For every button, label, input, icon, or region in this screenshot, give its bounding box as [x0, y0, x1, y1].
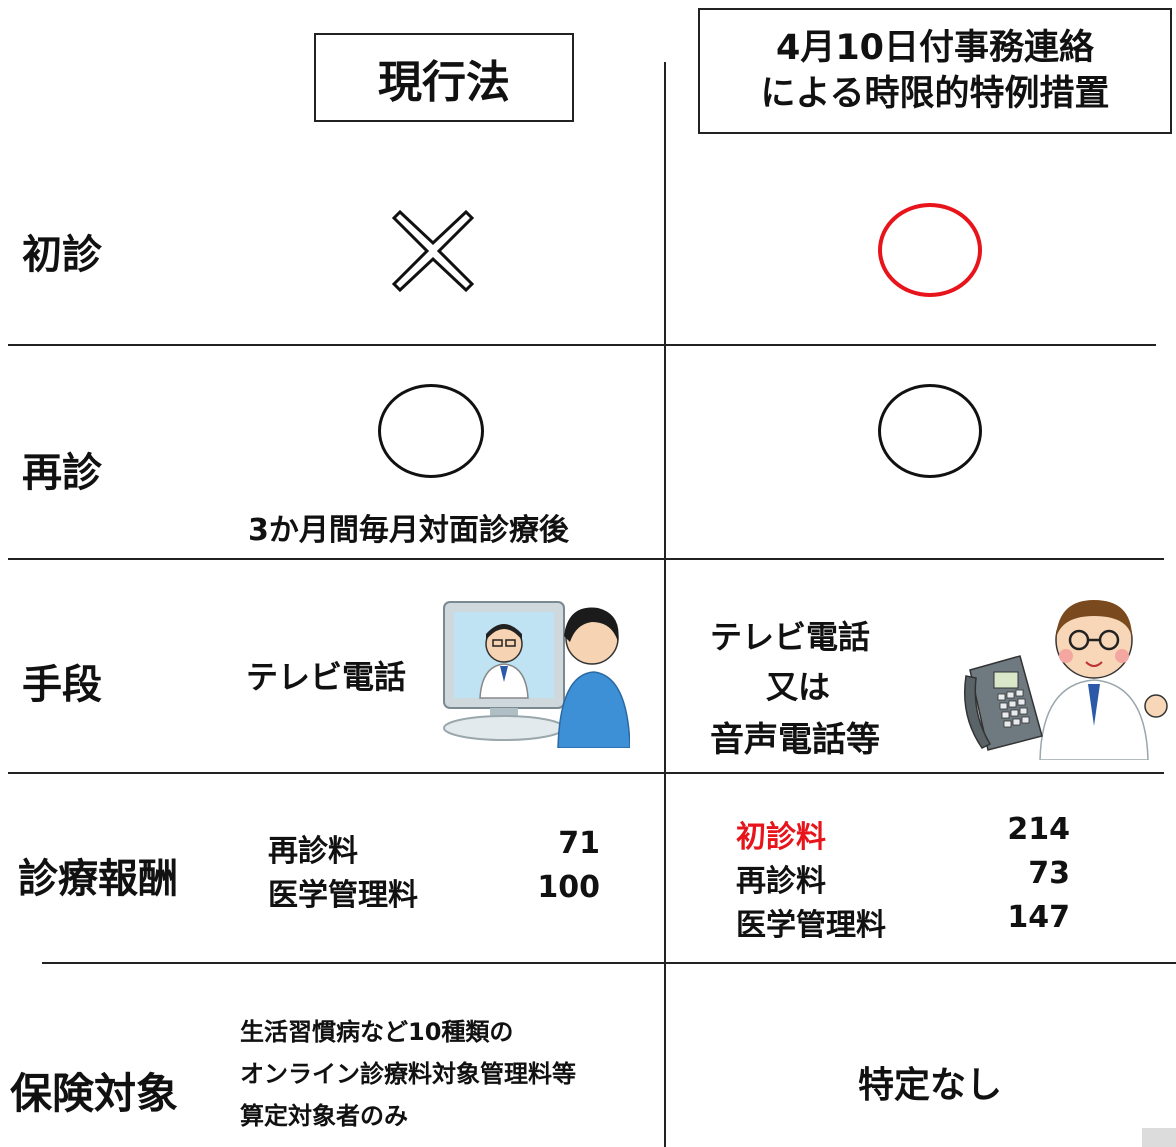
circle-icon — [878, 384, 982, 478]
coverage-current-line1: 生活習慣病など10種類の — [240, 1018, 514, 1046]
header-current-law-text: 現行法 — [378, 56, 510, 108]
fee-current-management-value: 100 — [537, 870, 600, 905]
coverage-current-line3: 算定対象者のみ — [240, 1102, 408, 1130]
fee-special-management-value: 147 — [1007, 900, 1070, 935]
fee-special-first-name: 初診料 — [736, 820, 826, 855]
row-label-revisit: 再診 — [22, 450, 102, 496]
fee-special-revisit-value: 73 — [1028, 856, 1070, 891]
row-label-means: 手段 — [22, 662, 102, 708]
row-divider-4 — [42, 962, 1176, 964]
means-current-text: テレビ電話 — [246, 658, 407, 696]
cross-icon — [391, 209, 475, 293]
row-label-coverage: 保険対象 — [10, 1069, 179, 1118]
column-divider — [664, 62, 666, 1147]
fee-current-management-name: 医学管理料 — [268, 878, 418, 913]
doctor-telephone-icon — [960, 586, 1172, 760]
fee-special-management-name: 医学管理料 — [736, 908, 886, 943]
fee-current-revisit-name: 再診料 — [268, 834, 358, 869]
header-current-law: 現行法 — [314, 33, 574, 122]
header-special-line2: による時限的特例措置 — [760, 74, 1110, 114]
row-label-first-visit: 初診 — [22, 232, 102, 278]
revisit-condition-note: 3か月間毎月対面診療後 — [248, 513, 569, 548]
corner-tab — [1142, 1128, 1176, 1147]
row-label-fees: 診療報酬 — [18, 856, 178, 902]
header-special-line1: 4月10日付事務連絡 — [775, 28, 1095, 68]
circle-icon — [878, 203, 982, 297]
row-divider-2 — [8, 558, 1164, 560]
fee-special-first-value: 214 — [1007, 812, 1070, 847]
coverage-special-text: 特定なし — [858, 1065, 1003, 1106]
circle-icon — [378, 384, 484, 478]
coverage-current-line2: オンライン診療料対象管理料等 — [240, 1060, 576, 1088]
means-special-line2: 又は — [766, 668, 831, 706]
means-special-line1: テレビ電話 — [710, 618, 871, 656]
row-divider-3 — [8, 772, 1164, 774]
header-special-measure: 4月10日付事務連絡 による時限的特例措置 — [698, 8, 1172, 134]
row-divider-1 — [8, 344, 1156, 346]
fee-current-revisit-value: 71 — [558, 826, 600, 861]
doctor-video-call-icon — [440, 592, 630, 748]
fee-special-revisit-name: 再診料 — [736, 864, 826, 899]
means-special-line3: 音声電話等 — [710, 720, 880, 760]
